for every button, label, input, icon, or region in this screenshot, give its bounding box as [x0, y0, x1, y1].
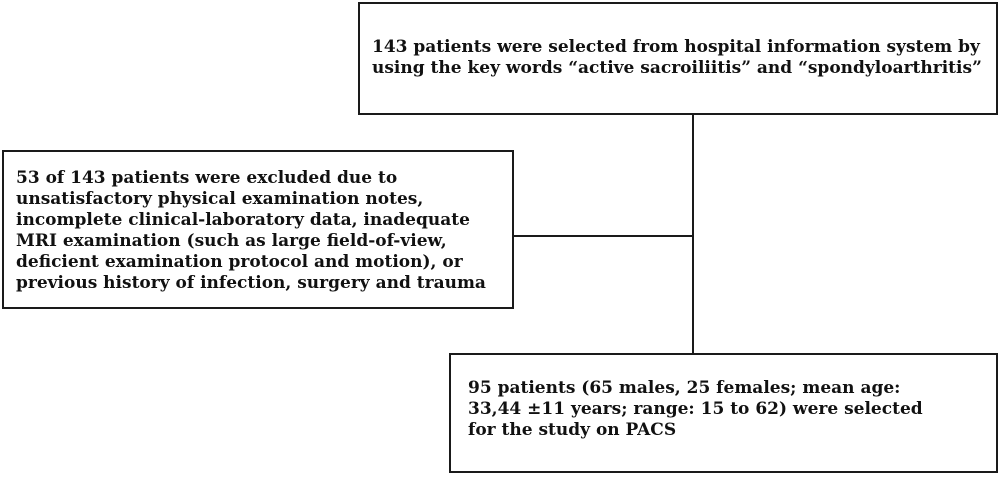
selection-text-line-1: 143 patients were selected from hospital… — [372, 37, 980, 57]
exclusion-text-line-4: MRI examination (such as large field-of-… — [16, 231, 447, 251]
exclusion-text-line-6: previous history of infection, surgery a… — [16, 273, 486, 293]
exclusion-box: 53 of 143 patients were excluded due to … — [2, 150, 514, 309]
included-box: 95 patients (65 males, 25 females; mean … — [449, 353, 998, 473]
included-text-line-2: 33,44 ±11 years; range: 15 to 62) were s… — [468, 399, 923, 419]
exclusion-text-line-1: 53 of 143 patients were excluded due to — [16, 168, 398, 188]
selection-box: 143 patients were selected from hospital… — [358, 2, 998, 115]
exclusion-text-line-5: deficient examination protocol and motio… — [16, 252, 463, 272]
exclusion-text-line-2: unsatisfactory physical examination note… — [16, 189, 424, 209]
exclusion-text-line-3: incomplete clinical-laboratory data, ina… — [16, 210, 470, 230]
included-text-line-1: 95 patients (65 males, 25 females; mean … — [468, 378, 901, 398]
selection-text-line-2: using the key words “active sacroiliitis… — [372, 58, 982, 78]
included-text-line-3: for the study on PACS — [468, 420, 677, 440]
